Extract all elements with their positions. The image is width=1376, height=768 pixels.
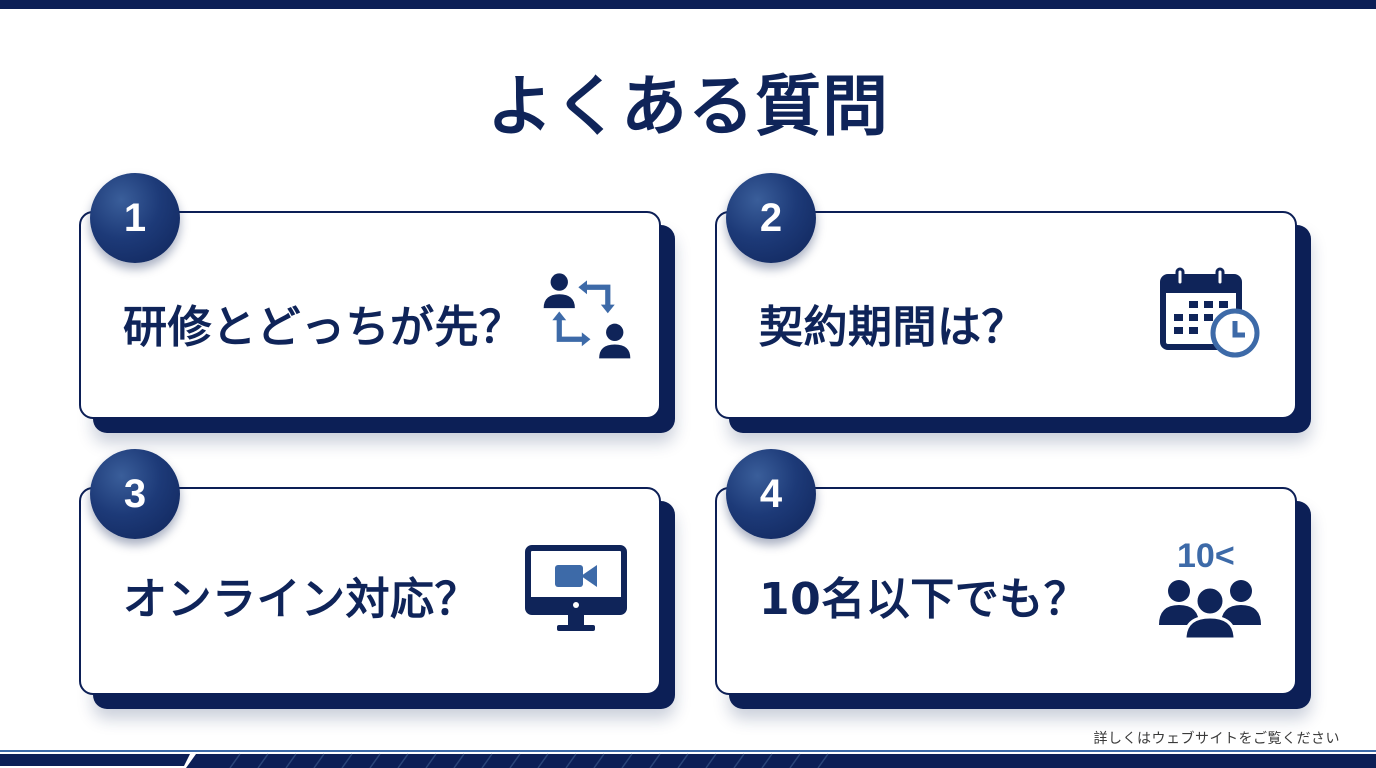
card-body bbox=[79, 211, 661, 419]
faq-card-4[interactable]: 10名以下でも？ 10< bbox=[715, 487, 1311, 709]
card-body bbox=[79, 487, 661, 695]
monitor-video-icon bbox=[525, 545, 627, 631]
faq-card-1[interactable]: 研修とどっちが先？ bbox=[79, 211, 675, 433]
page-title: よくある質問 bbox=[487, 68, 889, 145]
group-count-label: 10< bbox=[1177, 537, 1235, 575]
faq-number-badge-4: 4 bbox=[726, 449, 816, 539]
footer-note: 詳しくはウェブサイトをご覧ください bbox=[1093, 731, 1340, 747]
people-exchange-icon bbox=[543, 273, 631, 359]
card-body bbox=[715, 211, 1297, 419]
group-people-icon bbox=[1159, 580, 1261, 641]
faq-question: オンライン対応？ bbox=[123, 574, 479, 625]
calendar-clock-icon bbox=[1160, 267, 1260, 358]
top-accent-bar bbox=[0, 0, 1376, 9]
faq-question: 10名以下でも？ bbox=[759, 574, 1089, 625]
faq-card-3[interactable]: オンライン対応？ bbox=[79, 487, 675, 709]
faq-number-badge-3: 3 bbox=[90, 449, 180, 539]
faq-number-badge-1: 1 bbox=[90, 173, 180, 263]
bottom-decorative-band bbox=[0, 748, 1376, 768]
faq-question: 契約期間は？ bbox=[759, 302, 1026, 353]
faq-card-2[interactable]: 契約期間は？ bbox=[715, 211, 1311, 433]
faq-question: 研修とどっちが先？ bbox=[123, 302, 524, 353]
faq-number-badge-2: 2 bbox=[726, 173, 816, 263]
